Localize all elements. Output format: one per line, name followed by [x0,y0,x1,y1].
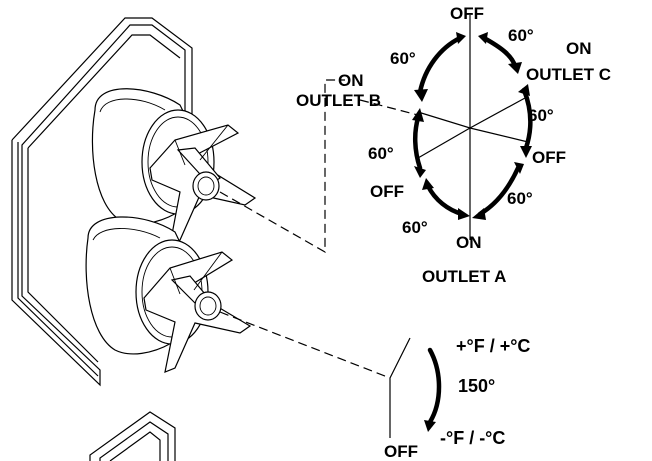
angle-top-right-label: 60° [508,26,534,45]
diverter-rotation-arrows [412,32,533,220]
temperature-leader-line [219,311,391,379]
off-top-label: OFF [450,4,484,23]
hot-label: +°F / +°C [456,336,530,356]
diverter-dial-labels: OFF 60° ON OUTLET C 60° OFF 60° ON OUTLE… [296,4,611,286]
diverter-dial-axes [417,15,529,240]
rotation-angle-label: 150° [458,376,495,396]
outlet-b-label: OUTLET B [296,91,381,110]
on-outlet-c-label: ON [566,39,592,58]
off-temperature-label: OFF [384,442,418,461]
diverter-leader-line [219,79,419,254]
angle-right-label: 60° [528,106,554,125]
temperature-dial-labels: +°F / +°C 150° -°F / -°C OFF [384,336,530,461]
angle-bottom-left-label: 60° [402,218,428,237]
lower-escutcheon-plate [89,411,176,461]
temperature-cross-handle[interactable] [143,251,252,373]
diverter-cross-handle[interactable] [149,124,257,247]
off-left-label: OFF [370,182,404,201]
on-outlet-b-label: ON [338,71,364,90]
on-outlet-a-label: ON [456,233,482,252]
escutcheon-plate [11,17,193,387]
angle-top-left-label: 60° [390,49,416,68]
cold-label: -°F / -°C [440,428,505,448]
angle-bottom-right-label: 60° [507,189,533,208]
off-right-label: OFF [532,148,566,167]
temperature-dial [389,337,442,438]
angle-left-label: 60° [368,144,394,163]
outlet-c-label: OUTLET C [526,65,611,84]
outlet-a-label: OUTLET A [422,267,506,286]
